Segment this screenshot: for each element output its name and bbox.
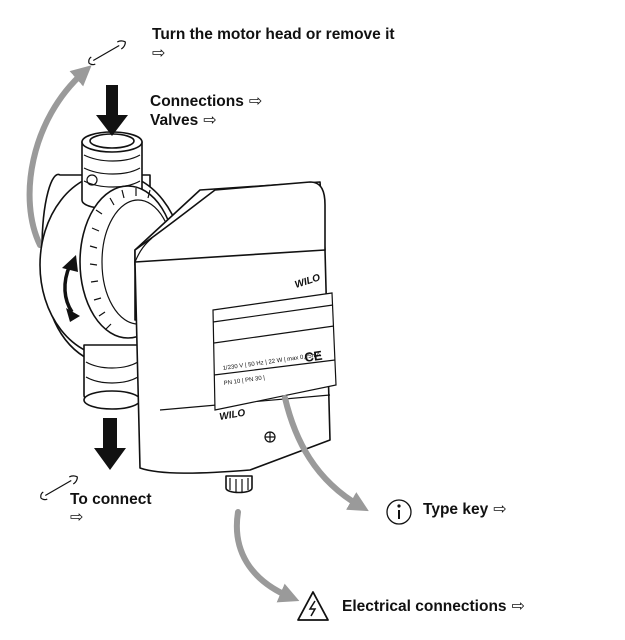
right-arrow-icon: ⇨ [152, 43, 166, 62]
nameplate-panel [212, 292, 337, 411]
type-key-text: Type key [423, 501, 489, 518]
to-connect-label: To connect [70, 490, 152, 509]
connections-text: Connections [150, 93, 244, 110]
ce-mark: CE [303, 348, 323, 365]
wrench-icon [40, 475, 78, 501]
rotate-head-curved-arrow [26, 65, 92, 248]
cable-gland [225, 475, 253, 494]
electrical-label: Electrical connections⇨ [342, 596, 525, 616]
brand-logo-bottom: WILO [219, 408, 247, 423]
motor-head-text: Turn the motor head or remove it [152, 26, 395, 43]
info-icon [386, 499, 412, 525]
motor-head-label: Turn the motor head or remove it [152, 25, 395, 44]
electrical-text: Electrical connections [342, 598, 507, 615]
flow-arrow-icon [96, 85, 128, 136]
connections-label: Connections⇨ [150, 91, 262, 111]
valves-label: Valves⇨ [150, 110, 217, 130]
type-key-label: Type key⇨ [423, 499, 507, 519]
right-arrow-icon: ⇨ [203, 110, 217, 129]
electrical-warning-icon [297, 591, 329, 621]
type-key-arrow [282, 395, 369, 512]
right-arrow-icon: ⇨ [511, 596, 525, 615]
wrench-icon [88, 40, 126, 66]
right-arrow-icon: ⇨ [70, 507, 84, 526]
nameplate-line-2: PN 10 | PN 30 | [223, 375, 265, 387]
right-arrow-icon: ⇨ [493, 499, 507, 518]
valves-text: Valves [150, 112, 199, 129]
electrical-arrow [233, 509, 300, 603]
right-arrow-icon: ⇨ [248, 91, 263, 110]
to-connect-text: To connect [70, 491, 152, 508]
flow-arrow-icon [94, 418, 126, 470]
